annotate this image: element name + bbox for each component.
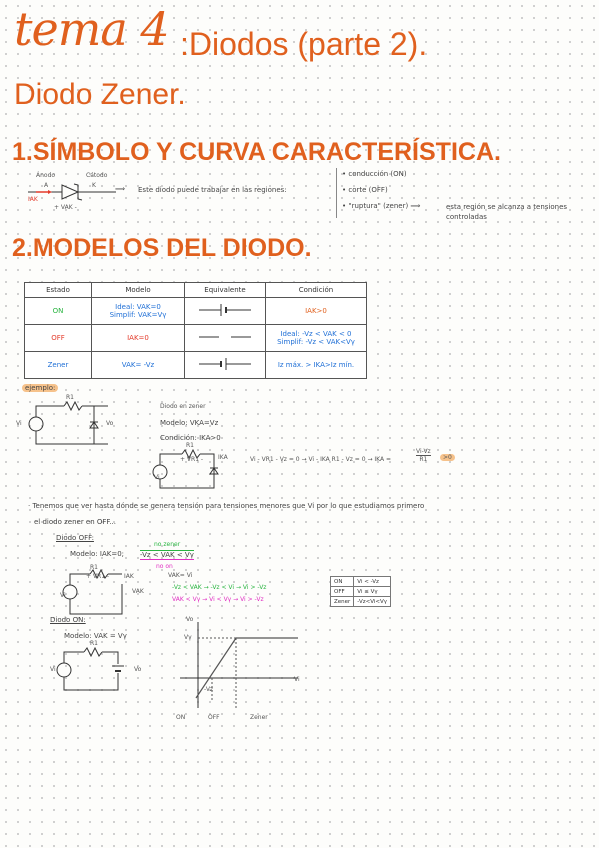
off-step3: VAK < Vγ → Vi < Vγ → Vi > -Vz xyxy=(172,596,264,603)
ex-vr1: + VR1 - xyxy=(180,456,204,463)
table-row: Zener VAK= -Vz Iz máx. > IKA>Iz mín. xyxy=(24,351,367,379)
ex-fraction: Vi-Vz R1 xyxy=(416,448,431,463)
off-model: Modelo: IAK=0; xyxy=(70,550,125,558)
on-vo: Vo xyxy=(134,666,142,673)
k-label: K xyxy=(92,182,96,189)
section1-heading: 1.SÍMBOLO Y CURVA CARACTERÍSTICA. xyxy=(12,138,501,166)
region-on: • conducción (ON) xyxy=(342,170,407,178)
ex-zener-note: Diodo en zener xyxy=(160,403,206,410)
th-modelo: Modelo xyxy=(91,282,185,298)
section2-heading: 2.MODELOS DEL DIODO. xyxy=(12,234,312,262)
discussion-line1: · Tenemos que ver hasta dónde se genera … xyxy=(28,502,425,510)
off-vi: Vi xyxy=(60,592,66,599)
off-vr1: + VR1 - xyxy=(86,573,110,580)
region-off: • corte (OFF) xyxy=(342,186,388,194)
th-equivalente: Equivalente xyxy=(184,282,266,298)
cell-condicion: IAK>0 xyxy=(265,297,367,325)
region-off-label: OFF xyxy=(208,714,220,721)
ex-vo: Vo xyxy=(106,420,114,427)
off-vak: VAK xyxy=(132,588,144,595)
th-condicion: Condición xyxy=(265,282,367,298)
cell-equivalente xyxy=(184,297,266,325)
catodo-label: Cátodo xyxy=(86,172,108,179)
example-label: ejemplo: xyxy=(22,384,59,392)
zener-diode-symbol xyxy=(28,183,116,201)
a-label: A xyxy=(44,182,49,189)
subtitle: Diodo Zener. xyxy=(14,78,186,111)
cell-condicion: Iz máx. > IKA>Iz mín. xyxy=(265,351,367,379)
off-label: Diodo OFF: xyxy=(56,534,94,542)
th-estado: Estado xyxy=(24,282,92,298)
cell-estado: OFF xyxy=(24,324,92,352)
page-title-rest: :Diodos (parte 2). xyxy=(180,26,428,62)
open-circuit-icon xyxy=(199,336,251,338)
graph-neg-vz: -Vz xyxy=(204,686,214,693)
region-zener-label: Zener xyxy=(250,714,268,721)
vak-label: + VAK - xyxy=(54,204,77,211)
off-r1: R1 xyxy=(90,564,98,571)
region-note: esta región se alcanza a tensiones contr… xyxy=(446,203,568,221)
off-cond: -Vz < VAK < Vγ xyxy=(140,550,194,560)
graph-vy: Vγ xyxy=(184,634,192,641)
ex-gt0: >0 xyxy=(440,454,455,461)
cell-equivalente xyxy=(184,324,266,352)
page-title-tema: tema 4 xyxy=(14,2,170,56)
off-iak: IAK xyxy=(124,573,134,580)
on-r1: R1 xyxy=(90,640,98,647)
cell-equivalente xyxy=(184,351,266,379)
no-on-note: no on xyxy=(156,563,173,570)
region-zener: • "ruptura" (zener) ⟹ xyxy=(342,202,421,210)
on-label: Diodo ON: xyxy=(50,616,86,624)
ex-condition: Condición: IKA>0 xyxy=(160,434,221,442)
on-circuit xyxy=(56,646,124,691)
cell-modelo: VAK= -Vz xyxy=(91,351,185,379)
off-step1: VAK= Vi xyxy=(168,572,193,579)
ex-vi-b: Vi xyxy=(154,474,160,481)
regions-sentence: Este diodo puede trabajar en las regione… xyxy=(138,186,287,194)
region-on-label: ON xyxy=(176,714,186,721)
cell-estado: ON xyxy=(24,297,92,325)
cell-modelo: IAK=0 xyxy=(91,324,185,352)
ex-r1: R1 xyxy=(66,394,74,401)
discussion-line2: el diodo zener en OFF... xyxy=(34,518,117,526)
ex-vi: Vi xyxy=(16,420,22,427)
no-zener-note: no zener xyxy=(154,541,181,548)
ex-model: Modelo: VKA=Vz xyxy=(160,419,219,427)
off-circuit xyxy=(62,568,123,615)
example-circuit xyxy=(28,400,108,445)
ex-ika: IKA xyxy=(218,454,228,461)
example-zener-circuit xyxy=(152,448,219,489)
zener-battery-icon xyxy=(199,358,251,370)
cell-estado: Zener xyxy=(24,351,92,379)
table-row: Zener-Vz<Vi<Vγ xyxy=(329,596,392,607)
graph-vi: Vi xyxy=(294,676,300,683)
ex-equation: Vi - VR1 - Vz = 0 → Vi - IKA R1 - Vz = 0… xyxy=(250,456,392,463)
transfer-curve xyxy=(180,622,298,708)
graph-vo: Vo xyxy=(186,616,194,623)
ex-r1b: R1 xyxy=(186,442,194,449)
off-step2: -Vz < VAK → -Vz < Vi → Vi > -Vz xyxy=(172,584,267,591)
on-vi: Vi xyxy=(50,666,56,673)
arrow-icon: ⟹ xyxy=(115,185,126,193)
equivalent-battery-icon xyxy=(199,304,251,316)
divider xyxy=(336,168,337,218)
states-table: Estado Modelo Equivalente Condición ON I… xyxy=(24,282,367,379)
anodo-label: Ánodo xyxy=(36,172,56,179)
iak-label: IAK xyxy=(28,196,38,203)
on-model: Modelo: VAK = Vγ xyxy=(64,632,127,640)
